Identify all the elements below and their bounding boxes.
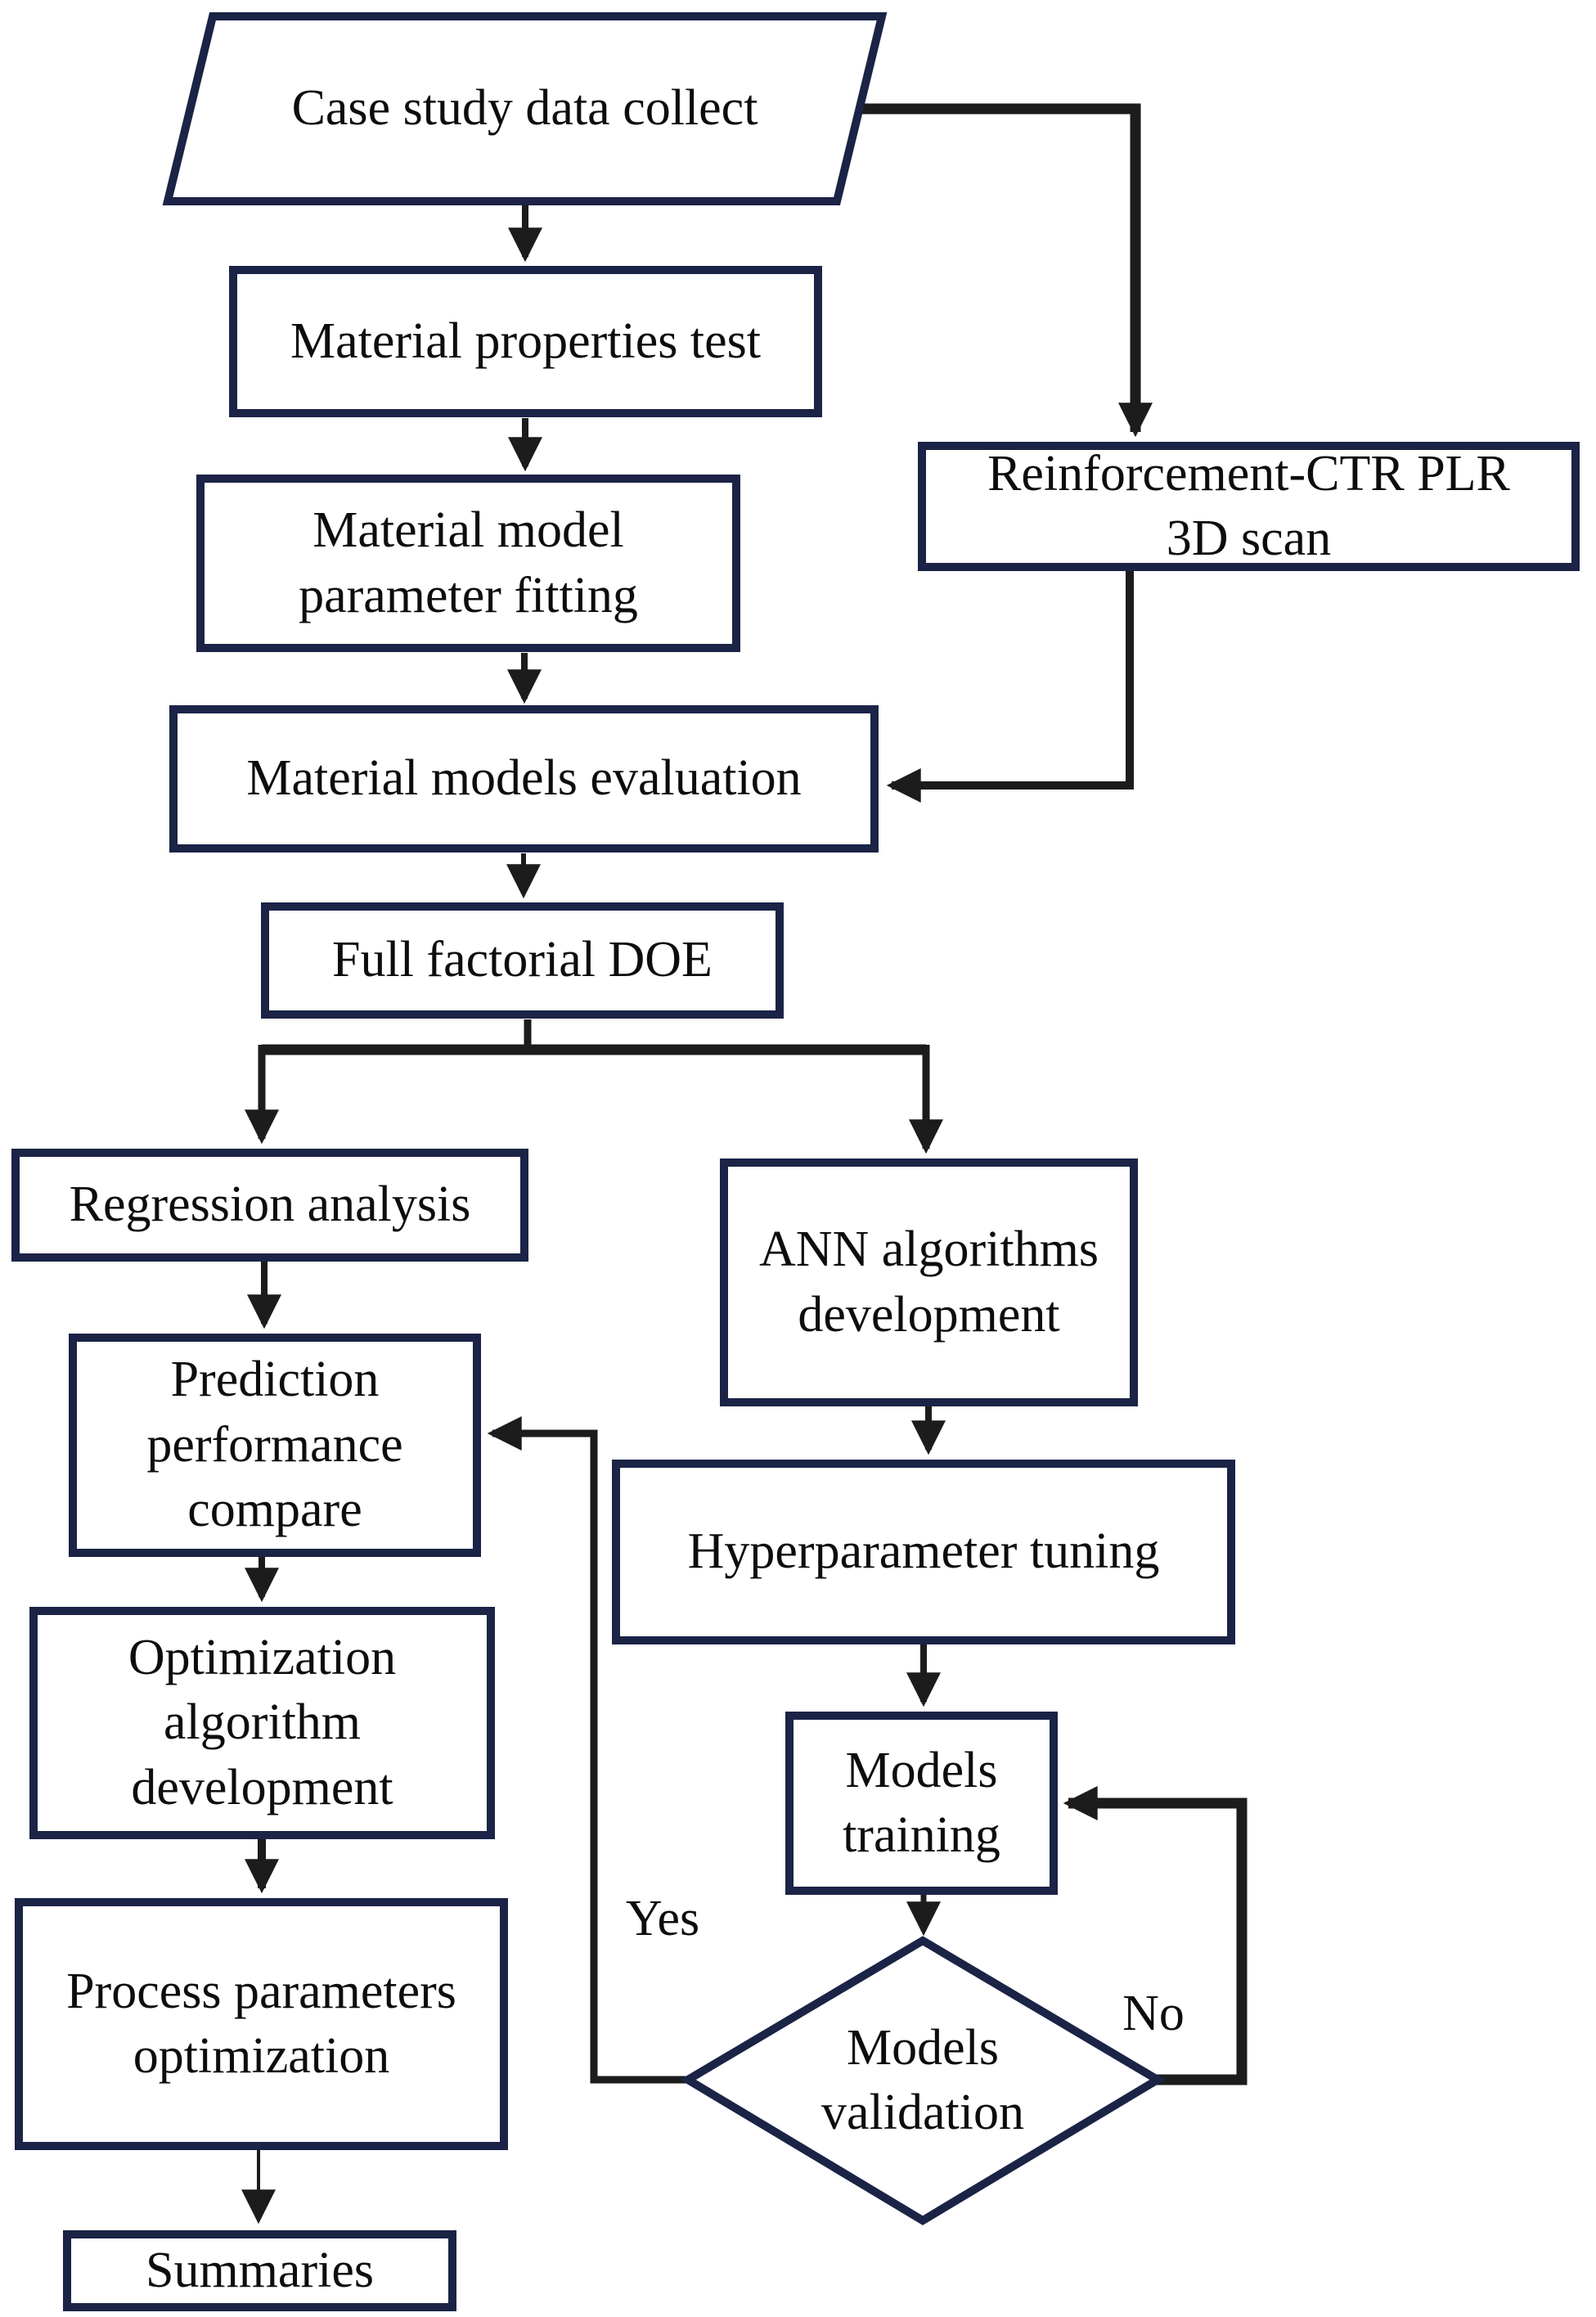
node-material-model-parameter-fitting: Material model parameter fitting [196, 475, 740, 652]
node-label: Full factorial DOE [332, 932, 713, 988]
edge-label-yes: Yes [625, 1890, 700, 1946]
node-regression-analysis: Regression analysis [11, 1149, 528, 1262]
node-label: Reinforcement-CTR PLR 3D scan [987, 445, 1510, 566]
node-material-models-evaluation: Material models evaluation [169, 705, 879, 853]
node-label: Process parameters optimization [66, 1963, 456, 2084]
node-label: Prediction performance compare [146, 1352, 403, 1538]
node-label: Material models evaluation [246, 750, 802, 807]
node-full-factorial-doe: Full factorial DOE [261, 902, 784, 1019]
node-models-training: Models training [785, 1712, 1058, 1895]
node-label: Case study data collect [291, 80, 758, 137]
node-ann-algorithms-development: ANN algorithms development [720, 1158, 1138, 1406]
node-label: Regression analysis [69, 1176, 471, 1233]
node-case-study-data-collect: Case study data collect [168, 16, 882, 201]
node-label: Material model parameter fitting [299, 502, 638, 623]
node-label: Material properties test [290, 313, 761, 369]
node-prediction-performance-compare: Prediction performance compare [69, 1334, 481, 1557]
node-label: Optimization algorithm development [128, 1629, 397, 1815]
node-shape-case-study-parallelogram [162, 12, 888, 205]
node-reinforcement-ctr-plr-3d-scan: Reinforcement-CTR PLR 3D scan [918, 442, 1580, 571]
node-process-parameters-optimization: Process parameters optimization [15, 1898, 508, 2150]
node-shape-models-validation-diamond [680, 1936, 1166, 2225]
node-label: Summaries [146, 2242, 374, 2298]
node-label: Models training [843, 1742, 1000, 1863]
node-summaries: Summaries [63, 2230, 456, 2311]
node-label: Models validation [821, 2019, 1024, 2140]
edge-case-to-scan [856, 103, 1153, 438]
node-models-validation: Models validation [688, 1941, 1158, 2220]
node-material-properties-test: Material properties test [229, 266, 822, 417]
edge-scan-to-evaluation [886, 571, 1134, 803]
node-hyperparameter-tuning: Hyperparameter tuning [612, 1460, 1235, 1644]
node-label: ANN algorithms development [758, 1221, 1099, 1343]
node-label: Hyperparameter tuning [687, 1523, 1160, 1580]
edge-validation-no-loop [1063, 1786, 1248, 2085]
node-optimization-algorithm-development: Optimization algorithm development [29, 1607, 495, 1839]
edge-label-no: No [1122, 1985, 1185, 2041]
edge-validation-yes-loop [487, 1416, 690, 2084]
